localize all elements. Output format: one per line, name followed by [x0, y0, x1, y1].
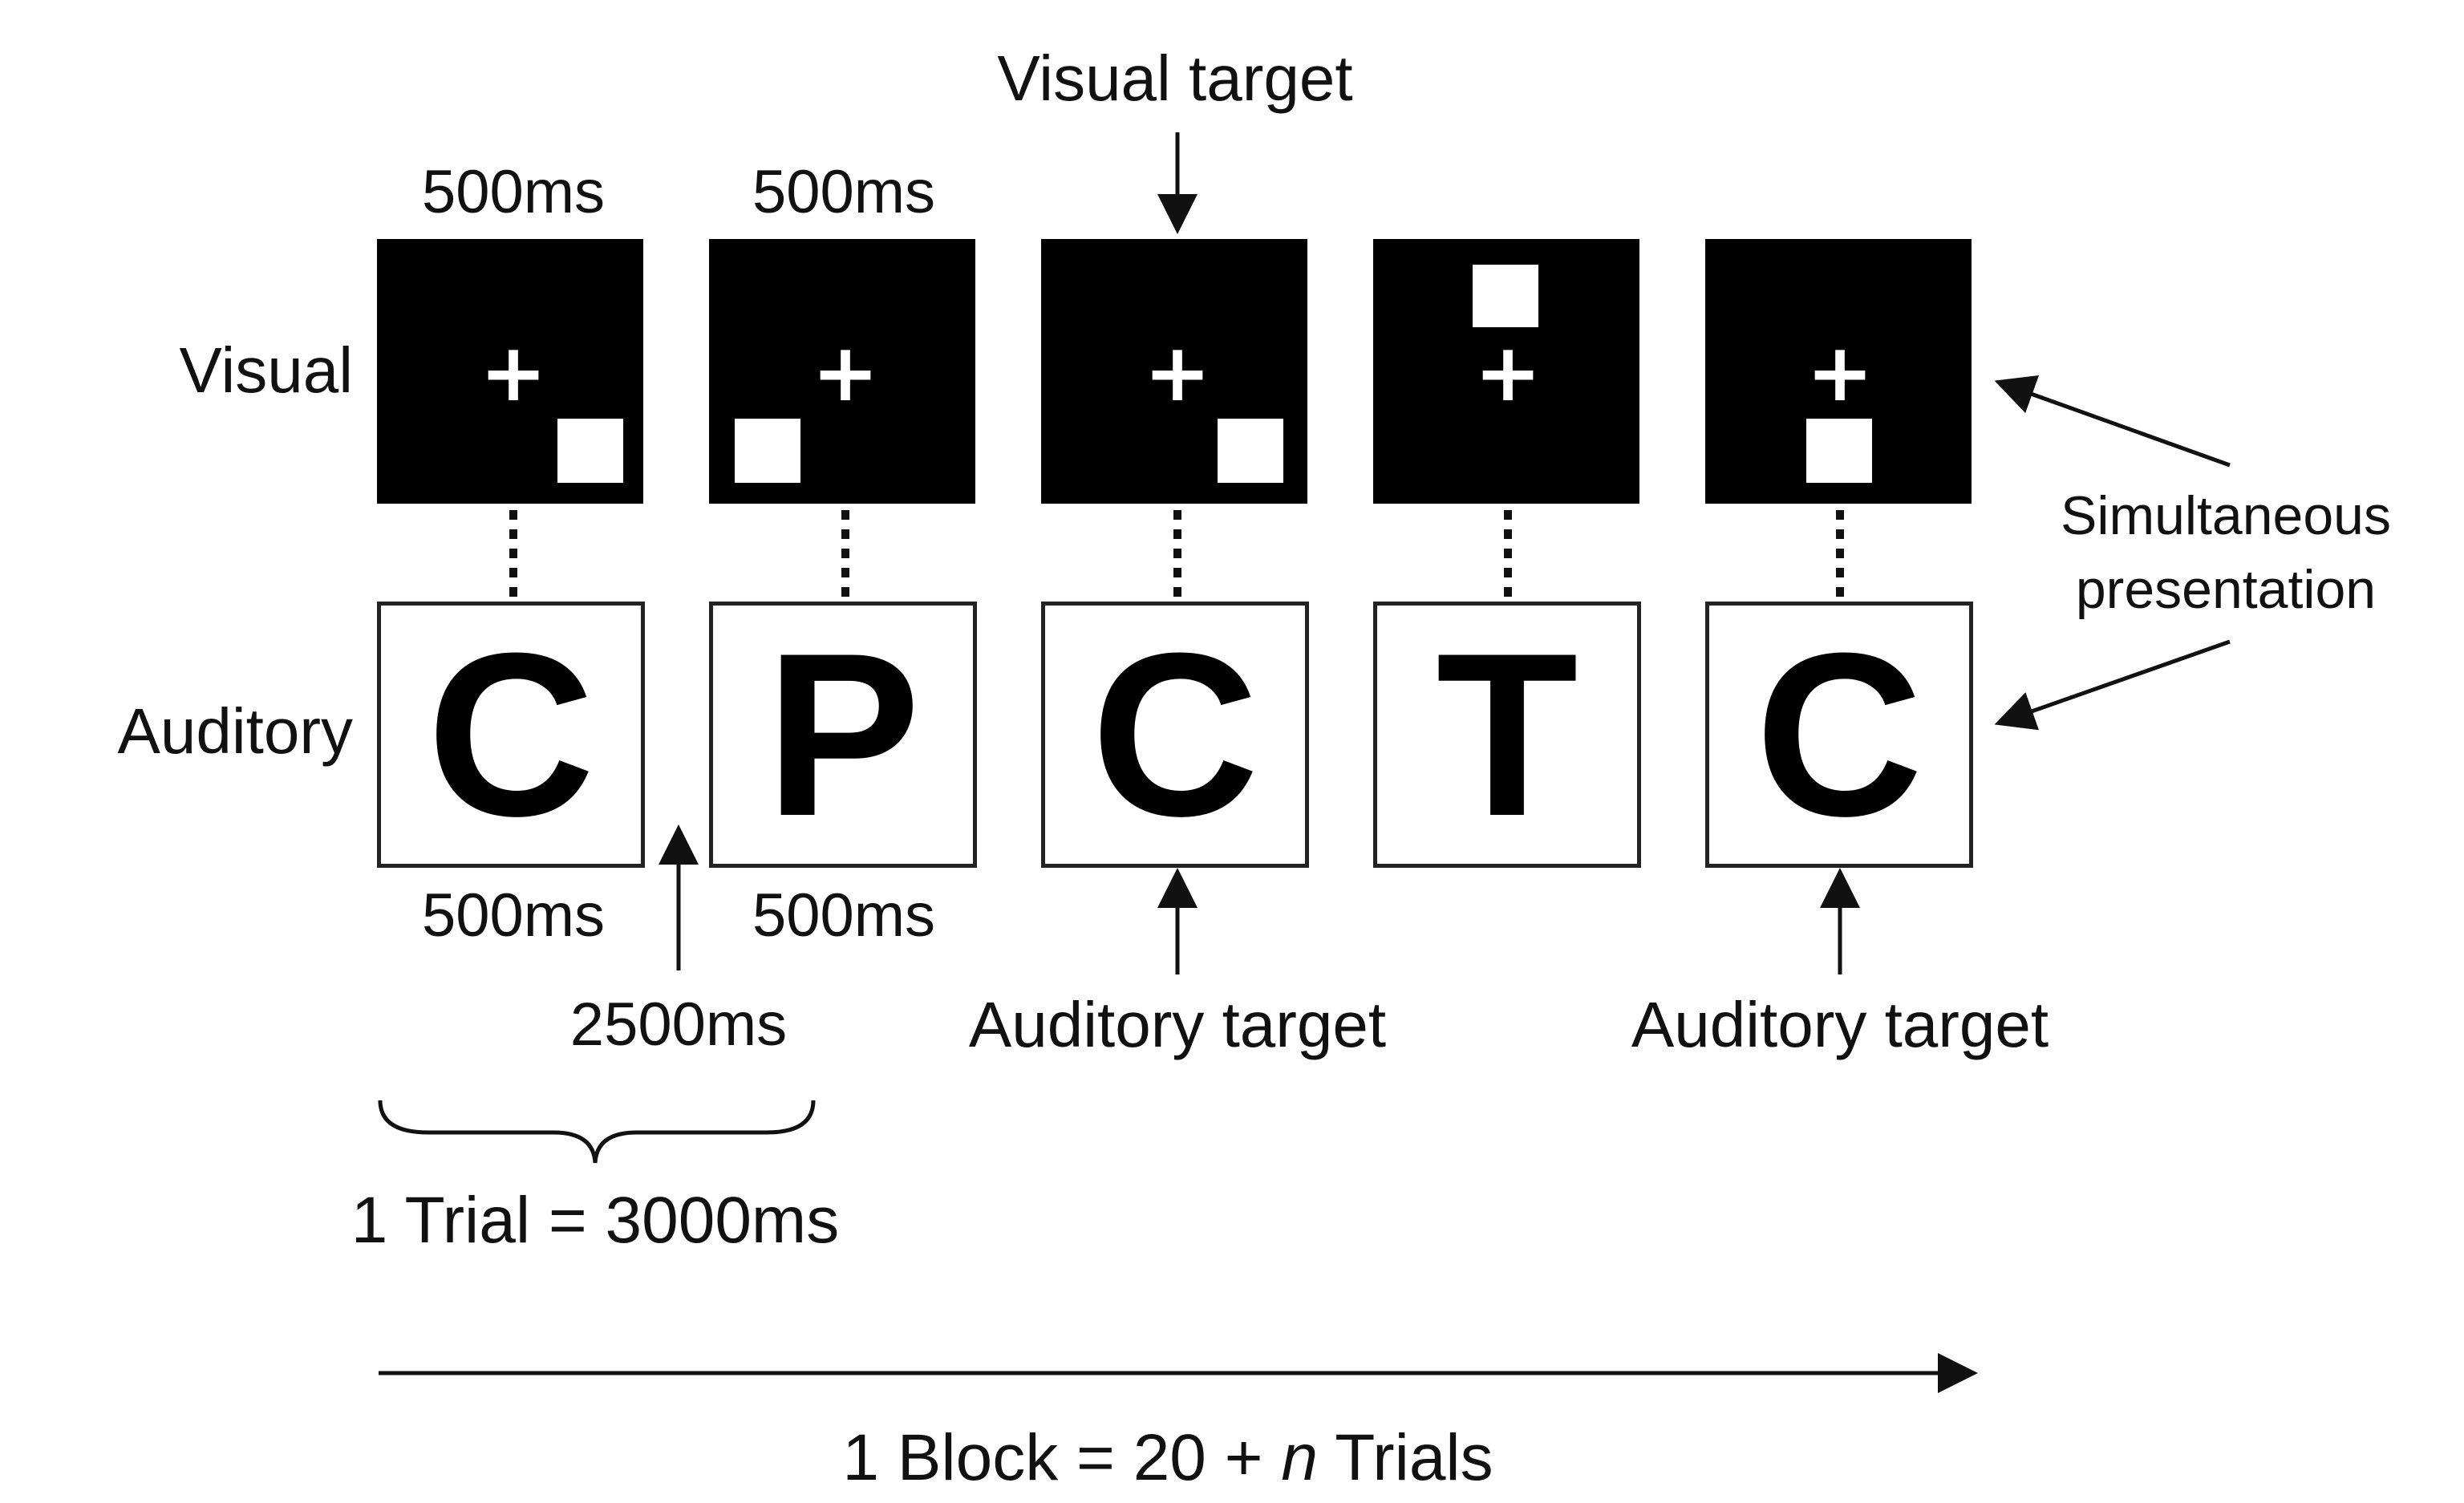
- visual-row-label: Visual: [179, 334, 353, 406]
- fixation-cross: +: [1806, 326, 1874, 419]
- trial-brace: [378, 1100, 816, 1164]
- block-label: 1 Block = 20 + n Trials: [842, 1425, 1493, 1491]
- visual-stimulus-square: [557, 419, 623, 483]
- auditory-row-label: Auditory: [117, 695, 353, 767]
- auditory-letter: P: [765, 605, 921, 865]
- auditory-letter: T: [1436, 605, 1578, 865]
- block-label-suffix: Trials: [1317, 1421, 1493, 1494]
- auditory-target-label-2: Auditory target: [1631, 989, 2049, 1060]
- interval-duration-label: 2500ms: [569, 991, 788, 1059]
- dotted-connectors: [509, 510, 1844, 598]
- auditory-frame-1: C: [377, 602, 645, 868]
- fixation-cross: +: [812, 326, 879, 419]
- auditory-frame-4: T: [1373, 602, 1641, 868]
- block-label-prefix: 1 Block = 20 +: [842, 1421, 1282, 1494]
- auditory-duration-label-2: 500ms: [752, 881, 936, 950]
- simultaneous-label-line1: Simultaneous: [2060, 485, 2392, 547]
- auditory-letter: C: [1755, 605, 1923, 865]
- visual-stimulus-square: [735, 419, 800, 483]
- visual-stimulus-square: [1806, 419, 1872, 483]
- visual-duration-label-2: 500ms: [752, 158, 936, 226]
- simultaneous-arrow-visual: [1994, 375, 2231, 468]
- visual-stimulus-square: [1218, 419, 1283, 483]
- simultaneous-arrow-auditory: [1994, 639, 2231, 731]
- simultaneous-label-line2: presentation: [2075, 559, 2377, 620]
- auditory-target-label-1: Auditory target: [968, 989, 1387, 1060]
- fixation-cross: +: [480, 326, 547, 419]
- auditory-duration-label-1: 500ms: [421, 881, 606, 950]
- trial-duration-label: 1 Trial = 3000ms: [351, 1184, 840, 1257]
- visual-target-label: Visual target: [997, 43, 1353, 114]
- auditory-frame-3: C: [1041, 602, 1309, 868]
- fixation-cross: +: [1144, 326, 1211, 419]
- auditory-letter: C: [1091, 605, 1259, 865]
- auditory-frame-5: C: [1705, 602, 1973, 868]
- auditory-frame-2: P: [709, 602, 977, 868]
- visual-stimulus-square: [1473, 265, 1538, 327]
- fixation-cross: +: [1474, 326, 1542, 419]
- visual-duration-label-1: 500ms: [421, 158, 606, 226]
- block-label-variable: n: [1281, 1421, 1318, 1494]
- auditory-letter: C: [427, 605, 595, 865]
- simultaneous-presentation-label: Simultaneous presentation: [2061, 480, 2391, 627]
